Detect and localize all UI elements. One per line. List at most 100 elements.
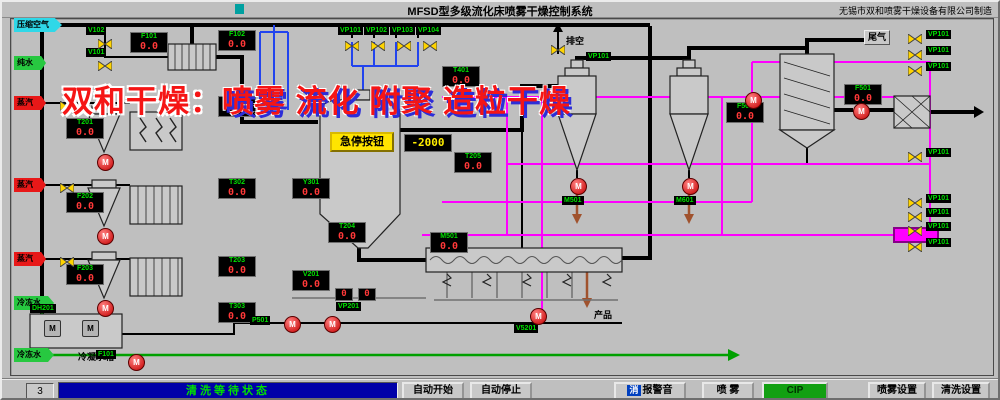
right-manual-valve-5[interactable] <box>907 209 923 223</box>
button-auto-start[interactable]: 自动开始 <box>402 382 464 398</box>
valve-bowtie-icon <box>344 40 360 52</box>
mini-readout-0: 0 <box>335 288 353 301</box>
manual-valve-2[interactable] <box>396 38 412 52</box>
agitator-motor-11[interactable]: M <box>44 320 61 337</box>
right-manual-valve-3[interactable] <box>907 149 923 163</box>
readout-value: 0.0 <box>301 187 321 198</box>
motor-valve-10[interactable]: M <box>128 354 145 371</box>
motor-valve-4[interactable]: M <box>682 178 699 195</box>
manual-valve-0[interactable] <box>344 38 360 52</box>
readout-tag: T205 <box>465 153 481 160</box>
button-spray[interactable]: 喷 雾 <box>702 382 754 398</box>
readout-value: 0.0 <box>227 105 247 116</box>
valve-bowtie-icon <box>97 60 113 72</box>
motor-valve-2[interactable]: M <box>97 300 114 317</box>
right-manual-valve-1[interactable] <box>907 47 923 61</box>
right-manual-valve-7[interactable] <box>907 239 923 253</box>
manual-valve-5[interactable] <box>97 58 113 72</box>
motor-valve-5[interactable]: M <box>745 92 762 109</box>
manufacturer-label: 无锡市双和喷雾干燥设备有限公司制造 <box>838 6 992 16</box>
valve-bowtie-icon <box>907 225 923 237</box>
label-VP101-6: VP101 <box>586 52 612 61</box>
watermark-brand: 双和干燥： <box>62 84 222 119</box>
motor-valve-7[interactable]: M <box>530 308 547 325</box>
valve-bowtie-icon <box>907 151 923 163</box>
feed-arrow-3: 蒸汽 <box>14 178 46 192</box>
readout-tag: T201 <box>77 119 93 126</box>
motor-valve-6[interactable]: M <box>853 103 870 120</box>
manual-valve-9[interactable] <box>550 42 566 56</box>
readout-value: 0.0 <box>75 127 95 138</box>
valve-bowtie-icon <box>59 256 75 268</box>
feed-arrow-4: 蒸汽 <box>14 252 46 266</box>
button-mute-alarm[interactable]: 消报警音 <box>614 382 686 398</box>
valve-bowtie-icon <box>59 182 75 194</box>
label-VP201-16: VP201 <box>336 302 362 311</box>
readout-tag: T204 <box>339 223 355 230</box>
right-valve-label-2: VP101 <box>926 62 952 71</box>
label-排空-7: 排空 <box>566 36 585 46</box>
manual-valve-4[interactable] <box>97 36 113 50</box>
right-manual-valve-0[interactable] <box>907 31 923 45</box>
right-valve-label-3: VP101 <box>926 148 952 157</box>
right-manual-valve-6[interactable] <box>907 223 923 237</box>
motor-valve-3[interactable]: M <box>570 178 587 195</box>
manual-valve-7[interactable] <box>59 180 75 194</box>
motor-valve-9[interactable]: M <box>324 316 341 333</box>
readout-tag: F102 <box>229 31 245 38</box>
manual-valve-1[interactable] <box>370 38 386 52</box>
right-manual-valve-2[interactable] <box>907 63 923 77</box>
label-VP102-1: VP102 <box>364 26 390 35</box>
page-indicator[interactable]: 3 <box>26 383 54 398</box>
manual-valve-3[interactable] <box>422 38 438 52</box>
readout-value: 0.0 <box>337 231 357 242</box>
label-M501-12: M501 <box>562 196 584 205</box>
agitator-motor-12[interactable]: M <box>82 320 99 337</box>
readout-value: 0.0 <box>227 39 247 50</box>
readout-value: 0.0 <box>139 41 159 52</box>
label-尾气-8: 尾气 <box>864 30 891 45</box>
motor-valve-0[interactable]: M <box>97 154 114 171</box>
valve-bowtie-icon <box>907 241 923 253</box>
manual-valve-8[interactable] <box>59 254 75 268</box>
motor-valve-8[interactable]: M <box>284 316 301 333</box>
motor-valve-1[interactable]: M <box>97 228 114 245</box>
button-auto-stop[interactable]: 自动停止 <box>470 382 532 398</box>
mini-readout-1: 0 <box>358 288 376 301</box>
readout-value: 0.0 <box>301 279 321 290</box>
button-clean-settings[interactable]: 清洗设置 <box>932 382 990 398</box>
readout-tag: M501 <box>440 233 458 240</box>
valve-bowtie-icon <box>907 197 923 209</box>
button-cip[interactable]: CIP <box>762 382 828 398</box>
label-V5201-14: V5201 <box>514 324 539 333</box>
readout-tag: V201 <box>302 271 320 278</box>
valve-bowtie-icon <box>370 40 386 52</box>
readout-value: 0.0 <box>463 161 483 172</box>
label-V101-5: V101 <box>86 48 107 57</box>
right-valve-label-1: VP101 <box>926 46 952 55</box>
readout-tag: F202 <box>77 193 93 200</box>
vacuum-readout: -2000 <box>404 134 452 152</box>
feed-arrow-1: 纯水 <box>14 56 46 70</box>
readout-value: 0.0 <box>227 187 247 198</box>
readout-value: 0.0 <box>853 93 873 104</box>
emergency-stop-button[interactable]: 急停按钮 <box>330 132 394 152</box>
readout-value: 0.0 <box>75 273 95 284</box>
right-manual-valve-4[interactable] <box>907 195 923 209</box>
button-spray-settings[interactable]: 喷雾设置 <box>868 382 926 398</box>
right-valve-label-4: VP101 <box>926 194 952 203</box>
